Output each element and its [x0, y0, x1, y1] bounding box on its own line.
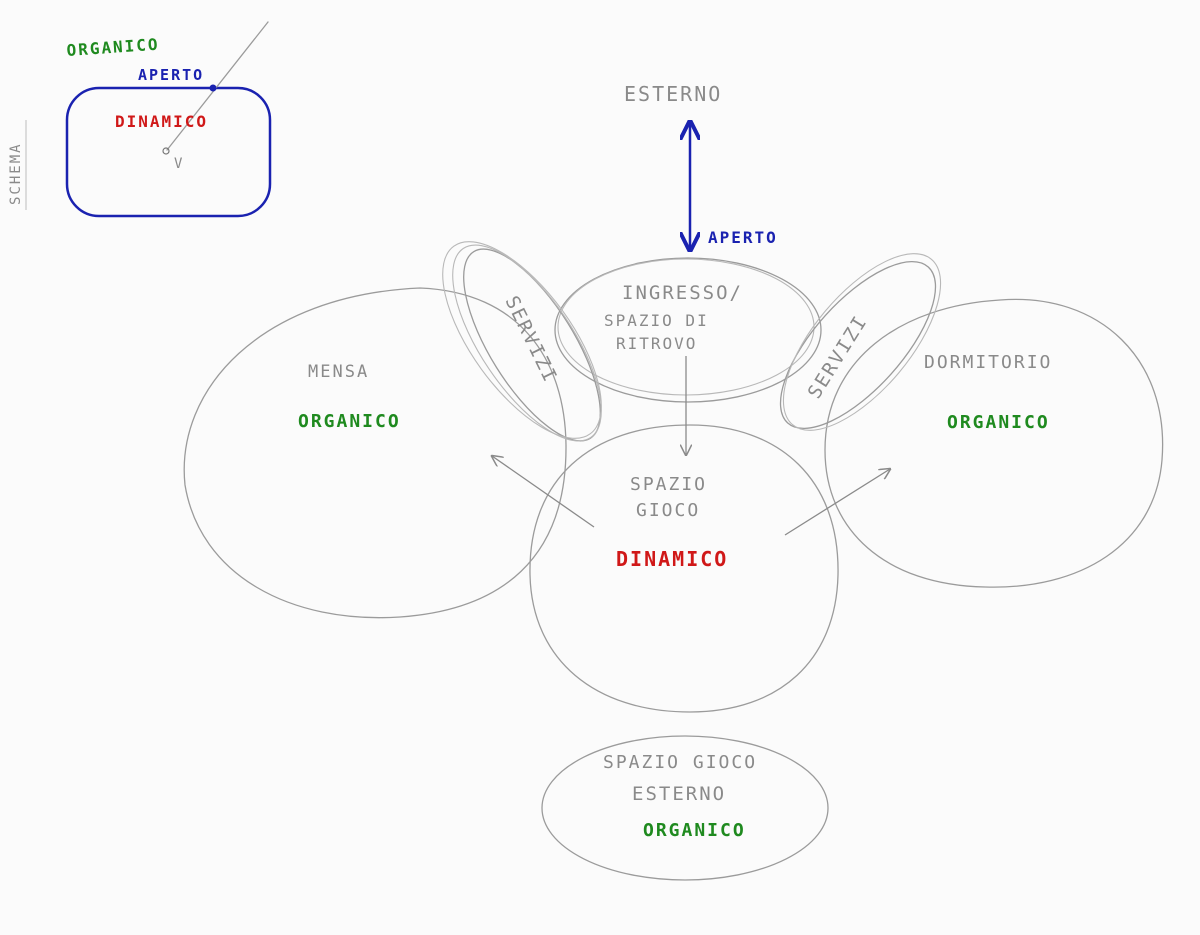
servizi-right-bubble [779, 260, 937, 430]
spazio-gioco-esterno-label-line2: ESTERNO [632, 783, 726, 805]
mensa-quality-label: ORGANICO [298, 411, 401, 432]
aperto-label: APERTO [708, 228, 778, 247]
spazio-gioco-label-line1: SPAZIO [630, 474, 707, 495]
gioco-mensa-arrow [492, 456, 595, 528]
schema-box [65, 86, 272, 218]
schema-pencil-line [166, 21, 269, 151]
spazio-gioco-bubble [529, 424, 839, 713]
schema-side-label: SCHEMA [8, 142, 24, 205]
mensa-label: MENSA [308, 362, 369, 382]
spazio-gioco-esterno-quality-label: ORGANICO [643, 820, 746, 841]
schema-dinamico-label: DINAMICO [115, 112, 208, 131]
dormitorio-bubble [824, 298, 1164, 588]
schema-v-label: V [174, 156, 184, 172]
ingresso-label-line2: SPAZIO DI [604, 311, 709, 330]
schema-aperto-label: APERTO [138, 66, 204, 84]
schema-organico-label: ORGANICO [66, 35, 160, 60]
dormitorio-label: DORMITORIO [924, 352, 1052, 373]
spazio-gioco-esterno-bubble [541, 735, 829, 881]
schema-legend: SCHEMA ORGANICO APERTO DINAMICO V [8, 21, 272, 218]
servizi-left-bubble-sketch-2 [442, 241, 602, 439]
schema-opening-dot [209, 84, 217, 92]
servizi-left-label: SERVIZI [501, 293, 562, 387]
mensa-bubble [183, 287, 567, 619]
spazio-gioco-esterno-label-line1: SPAZIO GIOCO [603, 752, 757, 773]
esterno-label: ESTERNO [624, 82, 722, 106]
ingresso-bubble [554, 257, 822, 403]
dormitorio-quality-label: ORGANICO [947, 412, 1050, 433]
ingresso-label-line3: RITROVO [616, 334, 697, 353]
spazio-gioco-label-line2: GIOCO [636, 500, 700, 521]
spazio-gioco-quality-label: DINAMICO [616, 547, 728, 571]
schema-center-dot [162, 147, 170, 155]
gioco-dormitorio-arrow [784, 469, 890, 536]
ingresso-label-line1: INGRESSO/ [622, 282, 743, 304]
servizi-left-bubble-sketch [452, 244, 602, 442]
servizi-right-bubble-sketch [782, 253, 942, 431]
